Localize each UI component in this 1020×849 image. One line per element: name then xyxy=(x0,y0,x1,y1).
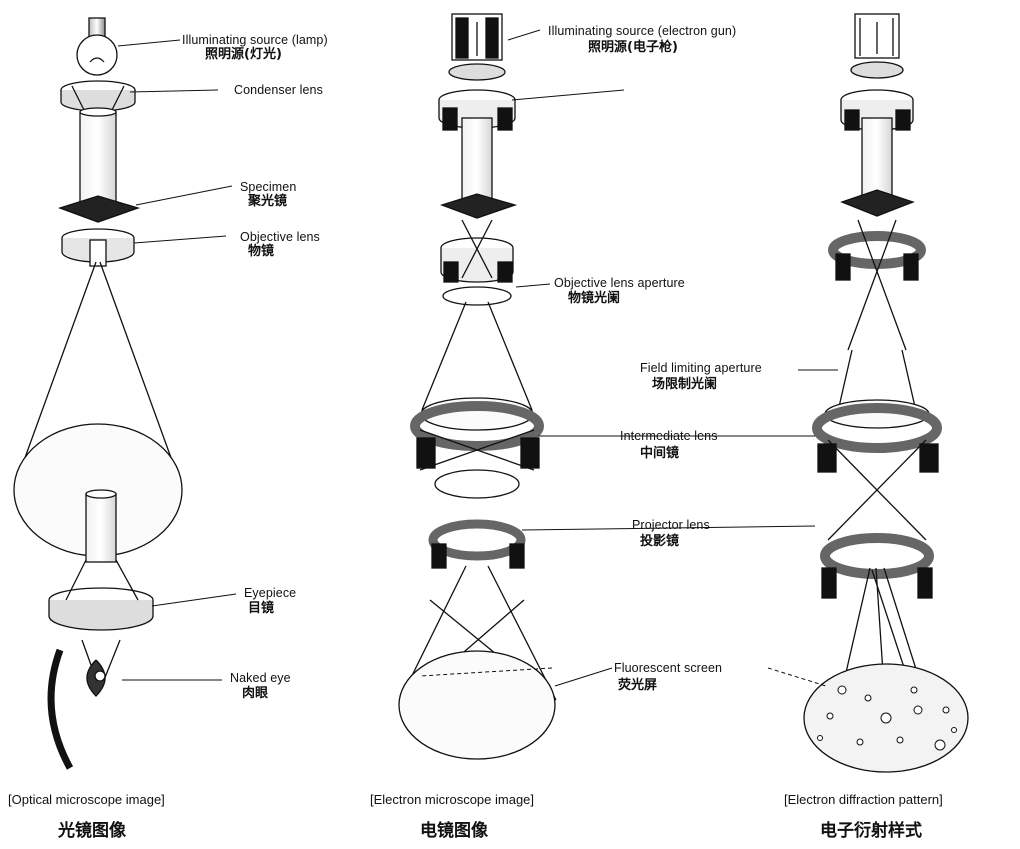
objective-aperture-disk xyxy=(443,287,511,305)
label-specimen: Specimen xyxy=(240,180,296,194)
light-cylinder xyxy=(80,108,116,204)
caption-optical-microscope-cn: 光镜图像 xyxy=(58,816,126,841)
caption-electron-microscope-cn: 电镜图像 xyxy=(420,816,488,841)
label-condenser-lens: Condenser lens xyxy=(234,83,323,97)
electron-microscope-illustration xyxy=(399,14,556,759)
fluorescent-screen-cone xyxy=(399,566,556,759)
label-intermediate-lens-cn: 中间镜 xyxy=(640,446,679,461)
beam-column xyxy=(462,118,492,200)
label-fluorescent-screen: Fluorescent screen xyxy=(614,661,722,675)
label-eyepiece: Eyepiece xyxy=(244,586,296,600)
label-projector-lens-cn: 投影镜 xyxy=(640,534,679,549)
label-field-limiting-aperture-cn: 场限制光阑 xyxy=(652,377,717,392)
label-illuminating-source-lamp: Illuminating source (lamp) xyxy=(182,33,328,47)
label-objective-lens-aperture-cn: 物镜光阑 xyxy=(568,291,620,306)
label-objective-lens: Objective lens xyxy=(240,230,320,244)
label-naked-eye: Naked eye xyxy=(230,671,291,685)
label-objective-lens-aperture: Objective lens aperture xyxy=(554,276,685,290)
caption-electron-diffraction: [Electron diffraction pattern] xyxy=(784,792,943,807)
objective-lens-shape xyxy=(441,220,513,282)
specimen-slide xyxy=(842,190,913,216)
label-naked-eye-cn: 肉眼 xyxy=(242,686,268,701)
condenser-lens-shape xyxy=(61,81,135,111)
objective-lens-shape xyxy=(62,229,134,266)
objective-lens-shape xyxy=(833,220,921,350)
projector-lens-shape xyxy=(432,470,524,568)
label-intermediate-lens: Intermediate lens xyxy=(620,429,718,443)
label-field-limiting-aperture: Field limiting aperture xyxy=(640,361,762,375)
electron-gun-icon xyxy=(449,14,505,80)
caption-electron-microscope: [Electron microscope image] xyxy=(370,792,534,807)
label-specimen-cn: 聚光镜 xyxy=(248,194,287,209)
electron-diffraction-illustration xyxy=(804,14,968,772)
diffraction-pattern-screen xyxy=(804,664,968,772)
label-illuminating-source-lamp-cn: 照明源(灯光) xyxy=(205,47,282,62)
label-eyepiece-cn: 目镜 xyxy=(248,601,274,616)
naked-eye-icon xyxy=(51,640,120,768)
label-illuminating-source-electron-gun-cn: 照明源(电子枪) xyxy=(588,40,678,55)
specimen-slide xyxy=(60,196,138,222)
label-illuminating-source-electron-gun: Illuminating source (electron gun) xyxy=(548,24,736,38)
specimen-slide xyxy=(442,194,515,218)
optical-microscope-illustration xyxy=(14,18,182,768)
caption-electron-diffraction-cn: 电子衍射样式 xyxy=(820,816,922,841)
electron-gun-icon xyxy=(851,14,903,78)
label-projector-lens: Projector lens xyxy=(632,518,710,532)
label-objective-lens-cn: 物镜 xyxy=(248,244,274,259)
caption-optical-microscope: [Optical microscope image] xyxy=(8,792,165,807)
lamp-icon xyxy=(77,18,117,75)
beam-column xyxy=(862,118,892,196)
label-fluorescent-screen-cn: 荧光屏 xyxy=(618,678,657,693)
